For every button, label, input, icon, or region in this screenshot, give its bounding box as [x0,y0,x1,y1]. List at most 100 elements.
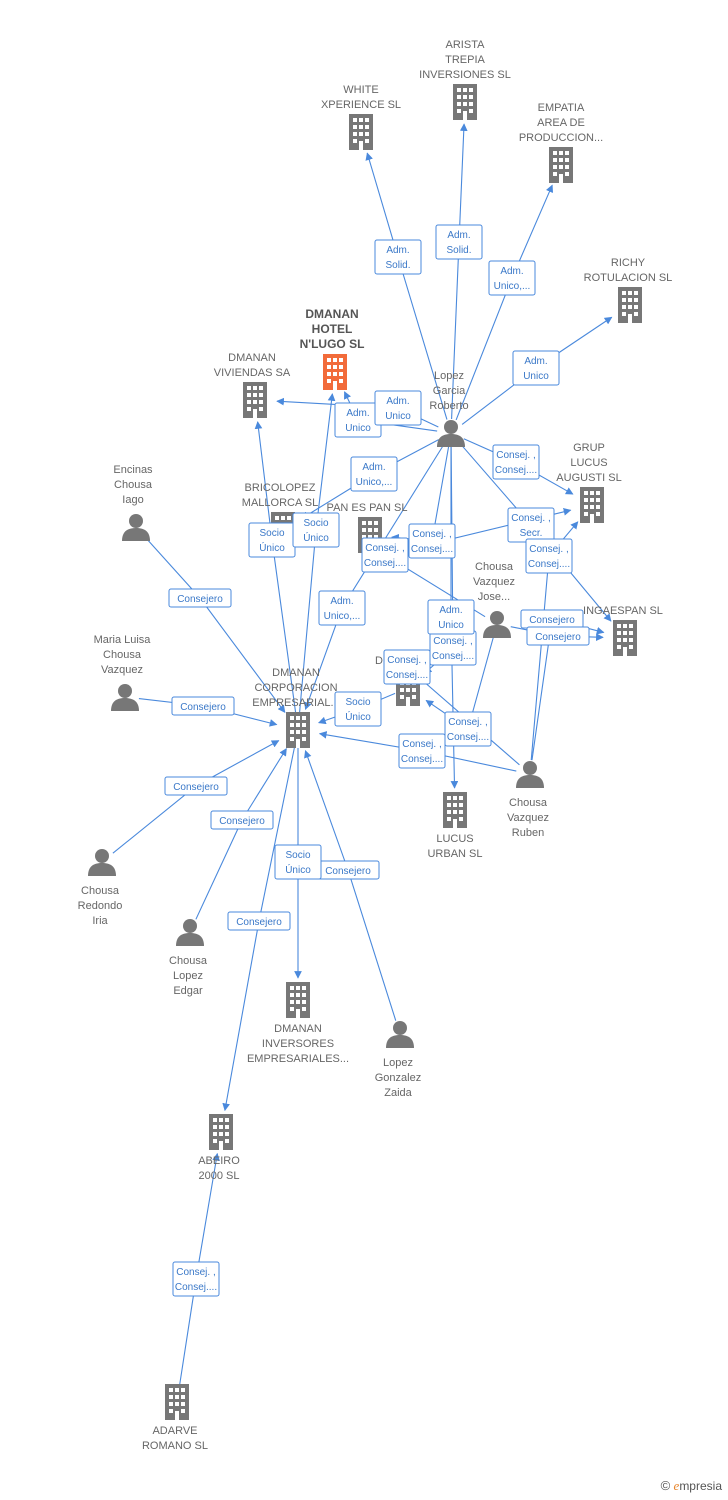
building-icon[interactable] [580,487,604,523]
edge-label-box[interactable] [172,1261,220,1297]
building-icon[interactable] [453,84,477,120]
edge-label[interactable]: Adm.Unico [512,350,560,386]
edge-label-box[interactable] [525,538,573,574]
edge-label-box[interactable] [374,390,422,426]
building-icon[interactable] [286,712,310,748]
edge-label[interactable]: Adm.Unico [427,599,475,635]
person-icon[interactable] [516,761,544,788]
edge-label[interactable]: Consej. ,Consej.... [492,444,540,480]
building-icon[interactable] [243,382,267,418]
edge-label-box[interactable] [210,810,274,830]
edge-label-box[interactable] [526,626,590,646]
building-icon[interactable] [443,792,467,828]
node-ingaespan[interactable]: INGAESPAN SL [583,605,663,656]
person-icon[interactable] [88,849,116,876]
edge-label-box[interactable] [168,588,232,608]
edge-label-box[interactable] [374,239,422,275]
person-icon[interactable] [111,684,139,711]
edge-label-box[interactable] [444,711,492,747]
building-icon[interactable] [323,354,347,390]
edge-label-box[interactable] [492,444,540,480]
person-icon[interactable] [386,1021,414,1048]
edge-label[interactable]: Adm.Solid. [435,224,483,260]
edge-label-box[interactable] [164,776,228,796]
node-dmanan_inversores[interactable]: DMANANINVERSORESEMPRESARIALES... [247,982,349,1065]
building-icon[interactable] [618,287,642,323]
edge-label[interactable]: Adm.Solid. [374,239,422,275]
edge-label[interactable]: Consejero [227,911,291,931]
edge-label[interactable]: Consejero [171,696,235,716]
edge-label-box[interactable] [292,512,340,548]
node-chousa_jose[interactable]: ChousaVazquezJose... [473,561,515,638]
edge-label-box[interactable] [398,733,446,769]
edge-label[interactable]: Consej. ,Consej.... [525,538,573,574]
person-icon[interactable] [437,420,465,447]
building-icon[interactable] [286,982,310,1018]
edge-label-box[interactable] [334,691,382,727]
edge-label[interactable]: Consejero [526,626,590,646]
building-icon[interactable] [549,147,573,183]
person-icon[interactable] [176,919,204,946]
node-pan_es_pan[interactable]: PAN ES PAN SL [327,502,408,553]
building-icon[interactable] [613,620,637,656]
edge-label-box[interactable] [361,537,409,573]
edge-label[interactable]: Consej. ,Secr. [507,507,555,543]
edge-label[interactable]: Consej. ,Consej.... [444,711,492,747]
edge-label-box[interactable] [350,456,398,492]
building-icon[interactable] [209,1114,233,1150]
edge-label[interactable]: Adm.Unico,... [350,456,398,492]
edge-label-box[interactable] [171,696,235,716]
edge-label[interactable]: Consejero [168,588,232,608]
edge-label-box[interactable] [383,649,431,685]
edge-label[interactable]: Consejero [316,860,380,880]
edge-label[interactable]: Consej. ,Consej.... [383,649,431,685]
edge-label-box[interactable] [512,350,560,386]
building-icon[interactable] [349,114,373,150]
building-icon[interactable] [165,1384,189,1420]
edge-label-box[interactable] [488,260,536,296]
edge-label-box[interactable] [408,523,456,559]
edge-label[interactable]: Adm.Unico,... [488,260,536,296]
edge-label[interactable]: Consejero [520,609,584,629]
edge-label[interactable]: Adm.Unico [334,402,382,438]
person-icon[interactable] [122,514,150,541]
edge-label[interactable]: Adm.Unico [374,390,422,426]
edge-label[interactable]: Consejero [210,810,274,830]
node-dmanan_corp[interactable]: DMANANCORPORACIONEMPRESARIAL... [252,667,340,748]
edge-label-box[interactable] [435,224,483,260]
edge-label[interactable]: Consej. ,Consej.... [361,537,409,573]
edge-label-box[interactable] [274,844,322,880]
edge-label[interactable]: Consej. ,Consej.... [398,733,446,769]
edge-label[interactable]: Consejero [164,776,228,796]
person-icon[interactable] [483,611,511,638]
edge-label[interactable]: Consej. ,Consej.... [429,630,477,666]
edge-label-box[interactable] [318,590,366,626]
edge-label-box[interactable] [427,599,475,635]
edge-label[interactable]: Consej. ,Consej.... [408,523,456,559]
edge-label[interactable]: Adm.Unico,... [318,590,366,626]
edge-label[interactable]: Consej. ,Consej.... [172,1261,220,1297]
edge-label-box[interactable] [227,911,291,931]
